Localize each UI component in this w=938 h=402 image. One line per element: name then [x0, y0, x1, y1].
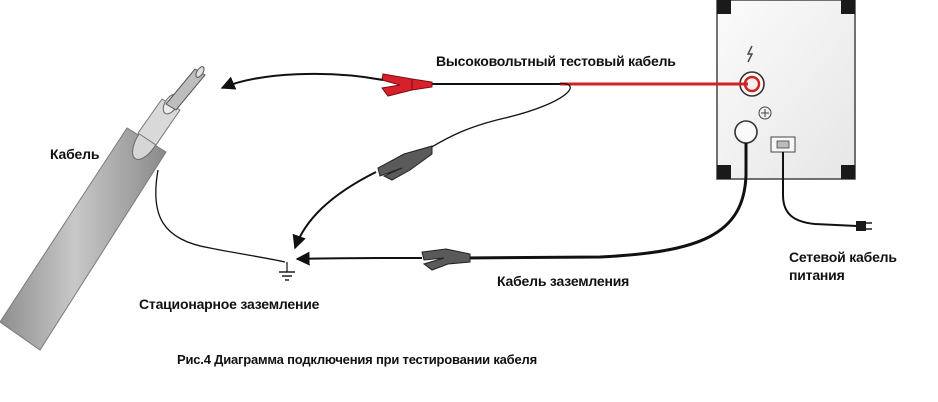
hv-to-conductor-arrow: [220, 72, 384, 90]
power-cable-wire: [782, 152, 858, 227]
power-plug-icon: [856, 221, 872, 231]
ground-cable-wire: [464, 143, 748, 260]
power-cable-label-line1: Сетевой кабель: [789, 249, 897, 265]
coax-cable: [0, 66, 206, 351]
ground-icon: [279, 262, 295, 281]
cable-shield-to-ground-wire: [155, 169, 286, 263]
grey-clip-lower-icon: [421, 248, 471, 271]
high-voltage-icon: [746, 45, 754, 63]
test-device: [716, 0, 856, 180]
grey-clip-upper-icon: [377, 145, 433, 181]
hv-cable-label: Высоковольтный тестовый кабель: [436, 53, 676, 69]
figure-caption: Рис.4 Диаграмма подключения при тестиров…: [177, 352, 537, 367]
power-cable-label: Сетевой кабель питания: [789, 248, 897, 284]
power-socket-icon: [770, 136, 796, 153]
plus-icon: [758, 106, 772, 120]
shield-lead-wire: [429, 82, 571, 149]
ground-clip-to-ground-arrow: [295, 251, 423, 266]
cable-label: Кабель: [50, 146, 100, 162]
ground-output-socket: [734, 120, 758, 144]
stationary-ground-label: Стационарное заземление: [139, 296, 320, 312]
power-cable-label-line2: питания: [789, 267, 845, 283]
ground-cable-label: Кабель заземления: [497, 273, 630, 289]
red-clip-icon: [381, 73, 433, 97]
shield-to-ground-arrow: [292, 171, 377, 250]
